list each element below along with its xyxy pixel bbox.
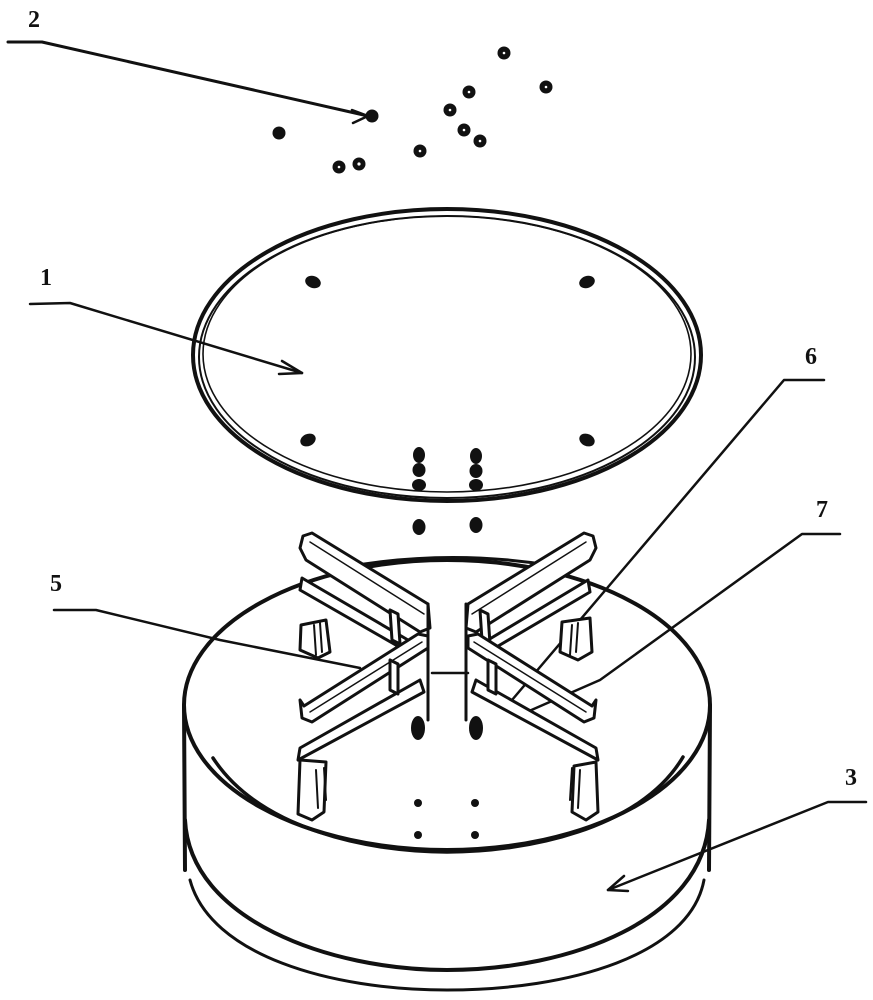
bracket-lower-left [296,632,430,822]
callout-label-5: 5 [50,571,62,597]
lid-bolts [412,447,483,535]
callout-label-6: 6 [805,344,817,370]
leader-1 [28,301,304,375]
leader-5 [52,608,362,670]
cylindrical-housing [182,555,712,992]
callout-label-1: 1 [40,265,52,291]
leader-3 [606,800,868,892]
leader-6 [510,378,826,702]
leader-2 [6,40,370,118]
leader-lines [6,40,868,893]
arrowhead-3 [606,874,630,893]
callout-label-7: 7 [816,497,828,523]
bracket-central-uprights [426,602,468,722]
arrowhead-1 [277,359,304,376]
bracket-upper-left [298,531,432,660]
callout-label-3: 3 [845,765,857,791]
nut-centers [337,51,548,169]
lid-holes [300,275,595,447]
nuts-group [272,46,553,174]
lid-plate [191,207,703,535]
callout-label-2: 2 [28,7,40,33]
bracket-lower-right [466,632,600,822]
floor-holes [414,799,479,839]
